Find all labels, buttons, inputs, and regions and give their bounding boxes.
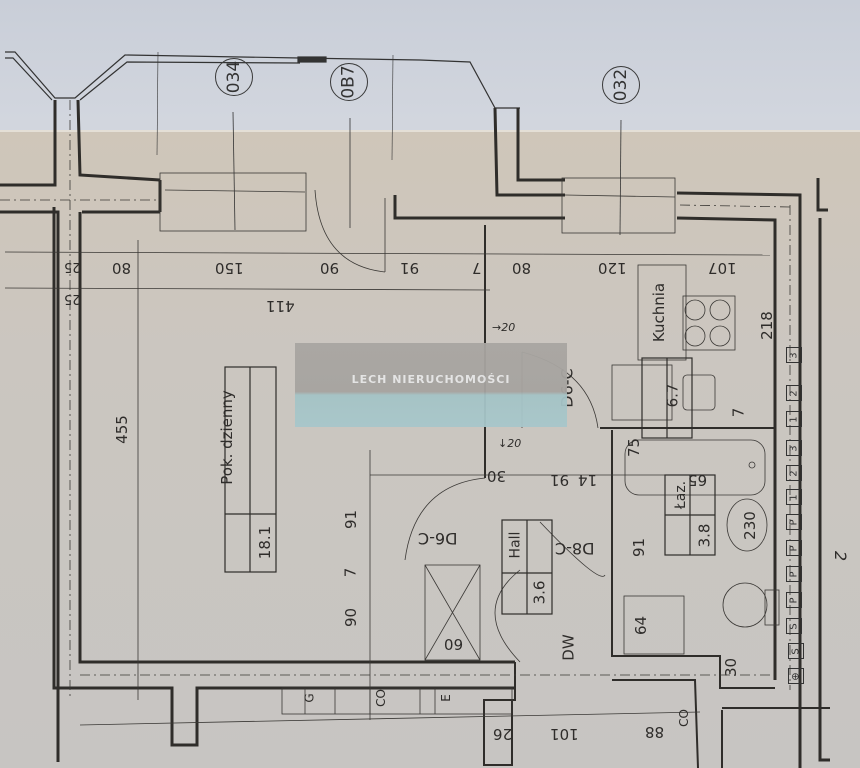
dim-mid-90: 90 [342,607,361,628]
dim-mid-30: 30 [487,467,507,485]
dim-second-25: 25 [64,291,81,306]
dim-top-91: 91 [400,259,420,277]
dim-mid-75: 75 [625,437,644,458]
dim-mid-65: 65 [688,471,708,489]
dim-mid-14: 14 [578,471,598,489]
dim-bottom-88: 88 [645,723,665,741]
axis-tag-034: 034 [215,58,253,96]
axis-tag-032: 032 [602,66,640,104]
shaft-cell: S [786,618,802,634]
utility-label-g: G [302,693,317,703]
shaft-cell: ⊕ [788,668,804,684]
level-mark-upper: →20 [492,321,516,334]
room-area-living: 18.1 [256,525,275,560]
room-name-kitchen: Kuchnia [650,282,669,343]
shaft-cell: 1 [786,411,802,427]
dim-218: 218 [757,311,776,340]
room-area-bathroom: 3.8 [695,523,714,548]
dim-second-411: 411 [266,297,295,315]
dim-top-80b: 80 [512,259,532,277]
dim-bottom-26: 26 [493,725,513,743]
dim-top-120: 120 [598,259,627,277]
shaft-cell: P [786,514,802,530]
room-area-kitchen: 6.7 [663,383,682,408]
dim-mid-7-hall: 7 [341,567,360,578]
utility-label-e: E [438,694,453,702]
dim-64: 64 [632,615,651,636]
shaft-cell: 1 [786,489,802,505]
dim-top-90: 90 [320,259,340,277]
dim-mid-91-bath: 91 [630,537,649,558]
door-label-d8c: D8-C [555,539,595,558]
dim-top-7: 7 [472,259,482,277]
dim-top-80a: 80 [112,259,132,277]
dim-mid-7-kitchen: 7 [729,407,748,418]
dim-mid-91-hall: 91 [342,509,361,530]
room-area-hall: 3.6 [530,580,549,605]
dim-wardrobe-60: 60 [444,635,464,653]
dim-mid-91a: 91 [550,471,570,489]
watermark-text: LECH NIERUCHOMOŚCI [351,373,511,386]
dim-30-bath: 30 [722,657,741,678]
shaft-cell: 3 [786,347,802,363]
upper-paper-sheet [0,0,860,138]
utility-label-co-b: CO [676,709,691,727]
level-mark-lower: ↓20 [498,437,522,450]
dim-left-455: 455 [112,415,131,444]
dim-230: 230 [740,511,759,540]
dim-top-107: 107 [708,259,737,277]
door-label-d6c-hall: D6-C [418,529,458,548]
paper-fold-line [0,130,860,132]
dim-top-25: 25 [64,259,81,274]
dim-top-150: 150 [215,259,244,277]
shaft-cell: P [786,592,802,608]
shaft-cell: P [786,540,802,556]
shaft-cell: 2 [786,385,802,401]
shaft-cell: S [788,643,804,659]
shaft-cell: 3 [786,440,802,456]
handwritten-mark: 2 [831,550,851,562]
shaft-cell: 2 [786,465,802,481]
dim-bottom-101: 101 [550,725,579,743]
room-name-bathroom: Łaz. [673,480,690,510]
room-name-hall: Hall [507,531,524,559]
room-name-living: Pok. dzienny [217,390,236,485]
utility-label-co-a: CO [373,689,388,707]
watermark-banner: LECH NIERUCHOMOŚCI [295,343,567,427]
door-label-dw: DW [559,634,578,661]
axis-tag-0b7: 0B7 [330,63,368,101]
shaft-cell: P [786,566,802,582]
